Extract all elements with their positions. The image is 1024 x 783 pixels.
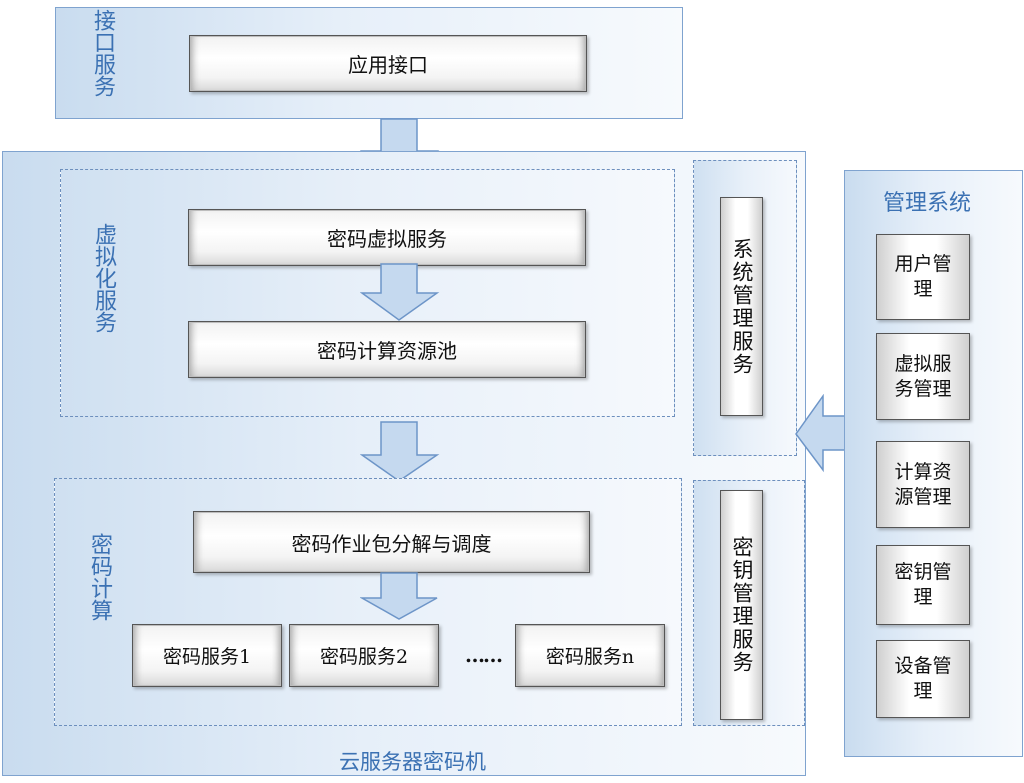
crypto-compute-label: 密码计算 [87, 533, 112, 621]
user-mgmt-box: 用户管理 [876, 234, 970, 320]
arrow-down-icon [360, 572, 438, 620]
key-mgmt-box: 密钥管理 [876, 545, 970, 625]
crypto-service-box: 密码服务1 [132, 624, 282, 687]
arrow-down-icon [360, 421, 440, 482]
virtual-service-mgmt-box: 虚拟服务管理 [876, 333, 970, 420]
device-mgmt-box: 设备管理 [876, 640, 970, 718]
ellipsis-text: …… [465, 643, 503, 667]
cloud-crypto-machine-label: 云服务器密码机 [339, 750, 486, 774]
compute-resource-mgmt-box: 计算资源管理 [876, 441, 970, 528]
crypto-service-box: 密码服务2 [289, 624, 439, 687]
interface-service-label: 接口服务 [90, 9, 115, 97]
virtualization-service-label: 虚拟化服务 [91, 223, 116, 333]
arrow-down-icon [360, 263, 440, 321]
system-mgmt-service-box: 系统管理服务 [720, 197, 763, 416]
app-interface-box: 应用接口 [189, 35, 587, 92]
management-system-title: 管理系统 [883, 191, 972, 216]
virtualization-service-panel: 虚拟化服务 密码虚拟服务 密码计算资源池 [60, 169, 675, 417]
job-dispatch-box: 密码作业包分解与调度 [193, 511, 590, 573]
interface-service-panel: 接口服务 应用接口 [55, 7, 683, 119]
key-mgmt-service-box: 密钥管理服务 [720, 490, 763, 720]
crypto-service-box: 密码服务n [515, 624, 665, 687]
crypto-virtual-service-box: 密码虚拟服务 [188, 209, 586, 266]
crypto-resource-pool-box: 密码计算资源池 [188, 321, 586, 378]
